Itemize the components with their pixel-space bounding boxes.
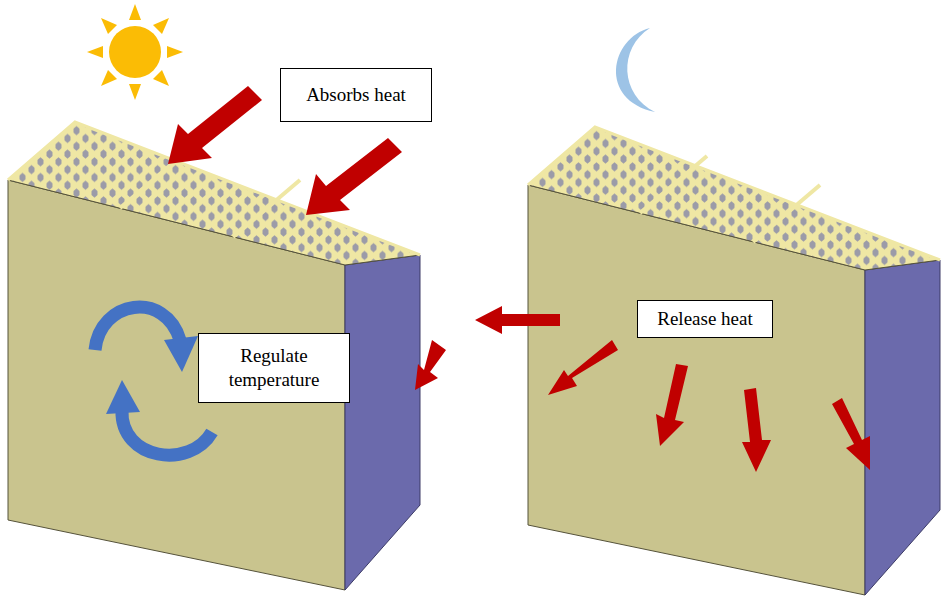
- sun: [87, 4, 183, 100]
- left-wall-block: [8, 122, 420, 590]
- label-box: Regulate temperature: [198, 333, 350, 403]
- label-text: Regulate temperature: [209, 344, 339, 392]
- label-text: Release heat: [648, 307, 762, 331]
- heat-arrows: [168, 86, 870, 472]
- cycle-arrows: [95, 307, 212, 455]
- label-box: Absorbs heat: [280, 68, 432, 122]
- right-wall-block: [528, 127, 940, 595]
- label-box: Release heat: [637, 300, 773, 338]
- label-text: Absorbs heat: [291, 83, 421, 107]
- moon: [616, 28, 655, 112]
- cycle-arrowheads: [106, 336, 198, 414]
